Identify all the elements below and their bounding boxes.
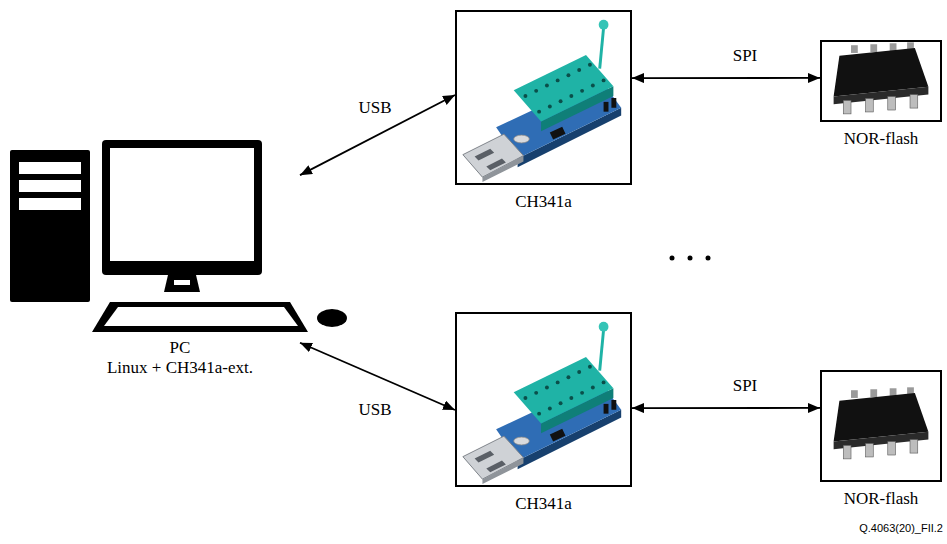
node-label: CH341a [515, 192, 572, 212]
node-label: NOR-flash [844, 489, 919, 509]
programmer-picture [463, 322, 621, 484]
caption-block: CH341a [515, 192, 572, 212]
bus-arrow [632, 77, 820, 79]
node-label: CH341a [515, 494, 572, 514]
bus-label: USB [356, 400, 393, 420]
node-label: Linux + CH341a-ext. [50, 358, 310, 378]
flash-chip-box: NOR-flash [820, 370, 942, 482]
continuation-dots [670, 256, 711, 261]
caption-block: NOR-flash [844, 129, 919, 149]
caption-block: PCLinux + CH341a-ext. [50, 338, 310, 379]
pc-illustration [10, 140, 347, 332]
caption-block: NOR-flash [844, 489, 919, 509]
node-label: NOR-flash [844, 129, 919, 149]
node-label: PC [50, 338, 310, 358]
programmer-picture [463, 20, 621, 182]
bus-label: SPI [731, 46, 760, 66]
flash-chip-box: NOR-flash [820, 40, 942, 122]
chip-picture [834, 42, 929, 114]
programmer-box: CH341a [455, 10, 632, 185]
bus-arrow [300, 95, 455, 175]
computer: PCLinux + CH341a-ext. [10, 140, 300, 381]
chip-picture [834, 387, 929, 459]
programmer-box: CH341a [455, 312, 632, 487]
bus-label: USB [356, 98, 393, 118]
bus-label: SPI [731, 376, 760, 396]
caption-block: CH341a [515, 494, 572, 514]
figure-id: Q.4063(20)_FII.2 [859, 522, 943, 535]
bus-arrow [632, 407, 820, 409]
